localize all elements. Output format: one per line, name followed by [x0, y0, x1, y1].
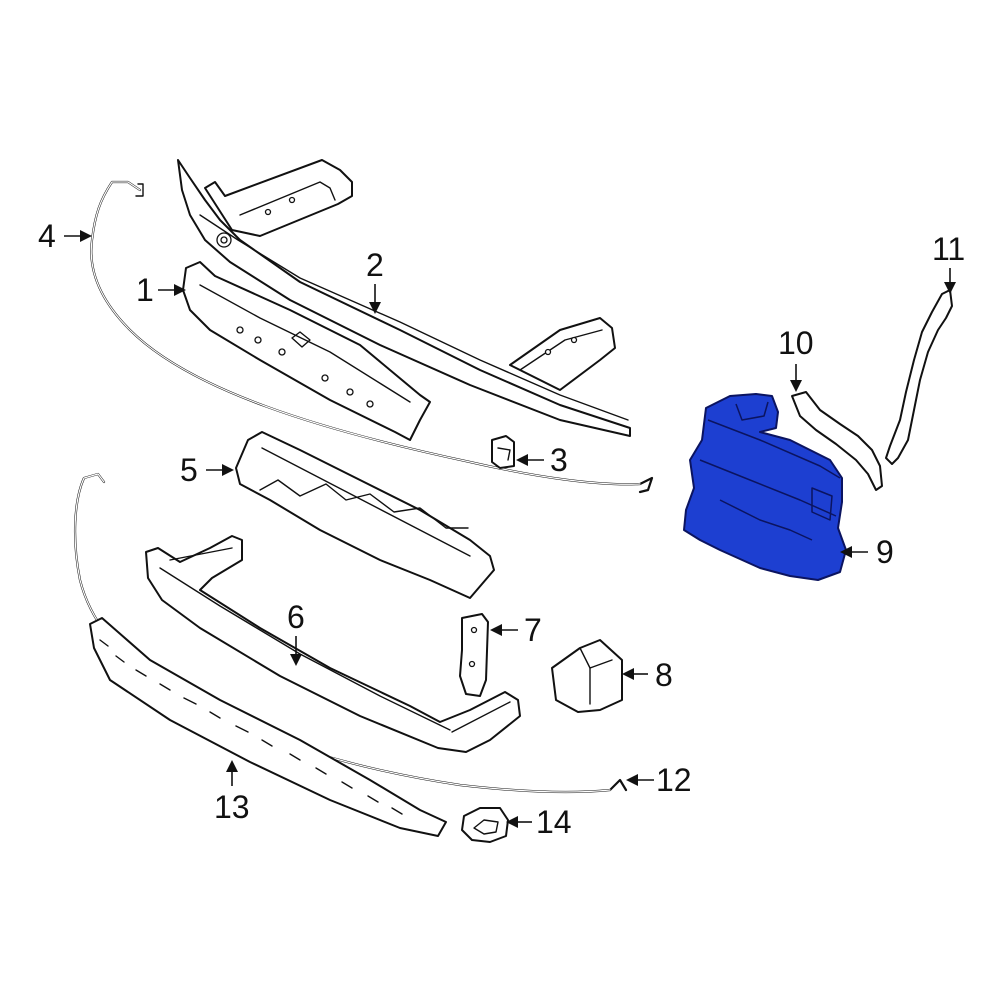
part-2-reinforcement-beam [177, 159, 631, 437]
callout-5: 5 [180, 452, 198, 488]
callout-6: 6 [287, 599, 305, 635]
part-14-clip [461, 807, 509, 843]
part-1-energy-absorber [182, 261, 431, 441]
callout-3: 3 [550, 442, 568, 478]
part-7-bracket [459, 613, 489, 697]
callout-8: 8 [655, 657, 673, 693]
callout-10: 10 [778, 325, 814, 361]
callout-11: 11 [932, 231, 965, 267]
callout-12: 12 [656, 762, 692, 798]
callout-1: 1 [136, 272, 154, 308]
callout-14: 14 [536, 804, 572, 840]
part-5-air-deflector [235, 431, 495, 599]
callout-9: 9 [876, 534, 894, 570]
part-11-bracket-strip [885, 289, 953, 465]
part-10-strap [791, 391, 883, 491]
callout-2: 2 [366, 247, 384, 283]
part-3-clip [491, 435, 515, 469]
callout-13: 13 [214, 789, 250, 825]
callout-leaders [64, 230, 956, 828]
callout-numbers: 1 2 3 4 5 6 7 8 9 10 11 12 13 14 [38, 218, 965, 840]
part-13-lower-trim [89, 617, 447, 837]
part-8-bracket [551, 639, 623, 713]
callout-7: 7 [524, 612, 542, 648]
part-4-upper-cable [90, 180, 654, 494]
callout-4: 4 [38, 218, 56, 254]
